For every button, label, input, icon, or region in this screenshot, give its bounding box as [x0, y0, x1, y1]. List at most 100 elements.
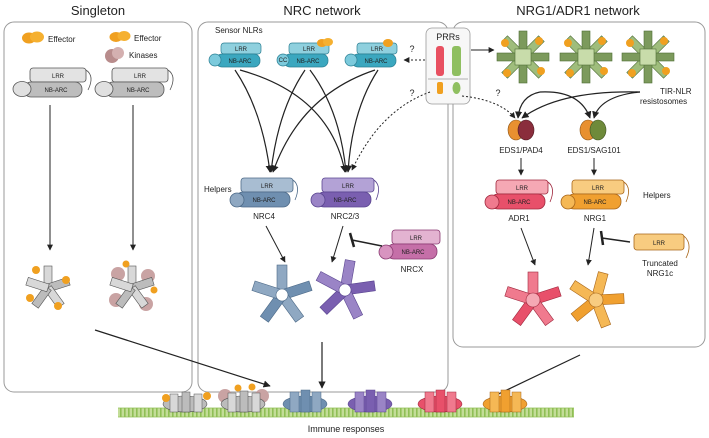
inhibition-bar	[599, 230, 605, 246]
nrc4-resistosome-icon	[251, 264, 313, 323]
sensor-to-nrc23-arrow	[239, 69, 348, 173]
singleton-resistosome-icon	[109, 260, 158, 311]
eds1-pad4-icon	[507, 119, 535, 141]
nrc23-label: NRC2/3	[331, 212, 360, 221]
adr1-label: ADR1	[508, 214, 530, 223]
effector-icon	[383, 39, 393, 47]
effector-icon	[109, 31, 131, 42]
singleton-nlr-icon	[12, 67, 92, 98]
sensor-to-nrc23-arrow	[309, 69, 349, 173]
activation-arrow	[330, 225, 344, 263]
membrane-singleton-resistosome-icon	[162, 391, 211, 413]
question-mark: ?	[495, 88, 500, 98]
nrcx-label: NRCX	[401, 265, 424, 274]
sensor-to-nrc4-arrow	[234, 69, 273, 173]
membrane-nrg1-resistosome-icon	[482, 389, 528, 413]
tir-to-eds1-arrow	[515, 91, 541, 119]
sensor-to-nrc4-arrow	[268, 69, 306, 173]
nrg1-title: NRG1/ADR1 network	[516, 3, 640, 18]
tir-nlr-label: TIR-NLR	[660, 87, 692, 96]
lrr-label: LRR	[653, 241, 666, 247]
activation-arrow	[585, 227, 595, 266]
activation-arrow	[520, 227, 536, 266]
inhibition-bar	[348, 232, 356, 248]
effector-label: Effector	[48, 35, 76, 44]
kinases-label: Kinases	[129, 51, 157, 60]
lrr-label: LRR	[592, 186, 605, 192]
lrr-label: LRR	[134, 74, 147, 80]
eds1-sag101-label: EDS1/SAG101	[567, 146, 621, 155]
tir-to-eds1-arrow	[521, 91, 641, 119]
singleton-nlr-icon	[94, 67, 174, 98]
nbarc-label: NB-ARC	[507, 200, 531, 206]
kinase-icon	[105, 47, 124, 63]
prr-receptor-icon	[428, 46, 468, 94]
prrs-label: PRRs	[436, 32, 460, 42]
nrc23-icon	[310, 177, 379, 208]
truncated-nrg1c-icon	[633, 233, 690, 259]
nbarc-label: NB-ARC	[583, 200, 607, 206]
activation-arrow	[265, 225, 286, 263]
immune-responses-label: Immune responses	[308, 424, 385, 434]
lrr-label: LRR	[410, 236, 423, 242]
lrr-label: LRR	[261, 184, 274, 190]
lrr-label: LRR	[235, 47, 248, 53]
sensor-nlr-icon	[208, 42, 262, 68]
nrc23-resistosome-icon	[315, 259, 376, 320]
nrcx-icon	[378, 229, 441, 260]
question-mark: ?	[409, 44, 414, 54]
nbarc-label: NB-ARC	[296, 59, 320, 65]
nbarc-label: NB-ARC	[228, 59, 252, 65]
question-mark: ?	[409, 88, 414, 98]
prr-to-eds1-dotted-arrow	[461, 95, 516, 119]
sensor-nlrs-label: Sensor NLRs	[215, 26, 263, 35]
tir-to-eds1-arrow	[592, 91, 641, 119]
tir-nlr-label: resistosomes	[640, 97, 687, 106]
truncated-label: NRG1c	[647, 269, 673, 278]
helpers-label: Helpers	[643, 191, 671, 200]
effector-icon	[22, 31, 44, 44]
effector-label: Effector	[134, 34, 162, 43]
nbarc-label: NB-ARC	[252, 198, 276, 204]
lrr-label: LRR	[342, 184, 355, 190]
tir-nlr-resistosome-icon	[621, 30, 675, 84]
cc-label: CC	[279, 58, 288, 64]
prr-to-nrc-dotted-arrow	[351, 91, 431, 171]
nbarc-label: NB-ARC	[333, 198, 357, 204]
sensor-to-nrc23-arrow	[344, 69, 379, 173]
lrr-label: LRR	[52, 74, 65, 80]
lrr-label: LRR	[371, 47, 384, 53]
eds1-sag101-icon	[579, 119, 607, 141]
effector-icon	[317, 38, 333, 47]
truncated-label: Truncated	[642, 259, 678, 268]
lrr-label: LRR	[516, 186, 529, 192]
nbarc-label: NB-ARC	[44, 88, 68, 94]
nrg1-icon	[560, 179, 629, 210]
tir-to-eds1-arrow	[539, 91, 592, 119]
membrane-nrc23-resistosome-icon	[347, 389, 393, 413]
nbarc-label: NB-ARC	[401, 250, 425, 256]
sensor-nlr-icon	[344, 42, 398, 68]
membrane-nrc4-resistosome-icon	[282, 389, 328, 413]
nrc4-icon	[229, 177, 298, 208]
nbarc-label: NB-ARC	[364, 59, 388, 65]
eds1-pad4-label: EDS1/PAD4	[499, 146, 543, 155]
nbarc-label: NB-ARC	[126, 88, 150, 94]
nrg1-resistosome-icon	[569, 271, 625, 329]
helpers-label: Helpers	[204, 185, 232, 194]
membrane-adr1-resistosome-icon	[417, 389, 463, 413]
singleton-title: Singleton	[71, 3, 125, 18]
nrcx-inhibition-line	[351, 239, 383, 247]
nrg1-label: NRG1	[584, 214, 607, 223]
singleton-resistosome-icon	[25, 265, 71, 310]
nrc-title: NRC network	[283, 3, 361, 18]
plasma-membrane	[118, 408, 574, 417]
sensor-nlr-icon	[276, 42, 330, 68]
tir-nlr-resistosome-icon	[496, 30, 550, 84]
adr1-icon	[484, 179, 553, 210]
lrr-label: LRR	[303, 47, 316, 53]
adr1-resistosome-icon	[504, 271, 562, 327]
tir-nlr-resistosome-icon	[559, 30, 613, 84]
nrg1c-inhibition-line	[601, 237, 631, 243]
